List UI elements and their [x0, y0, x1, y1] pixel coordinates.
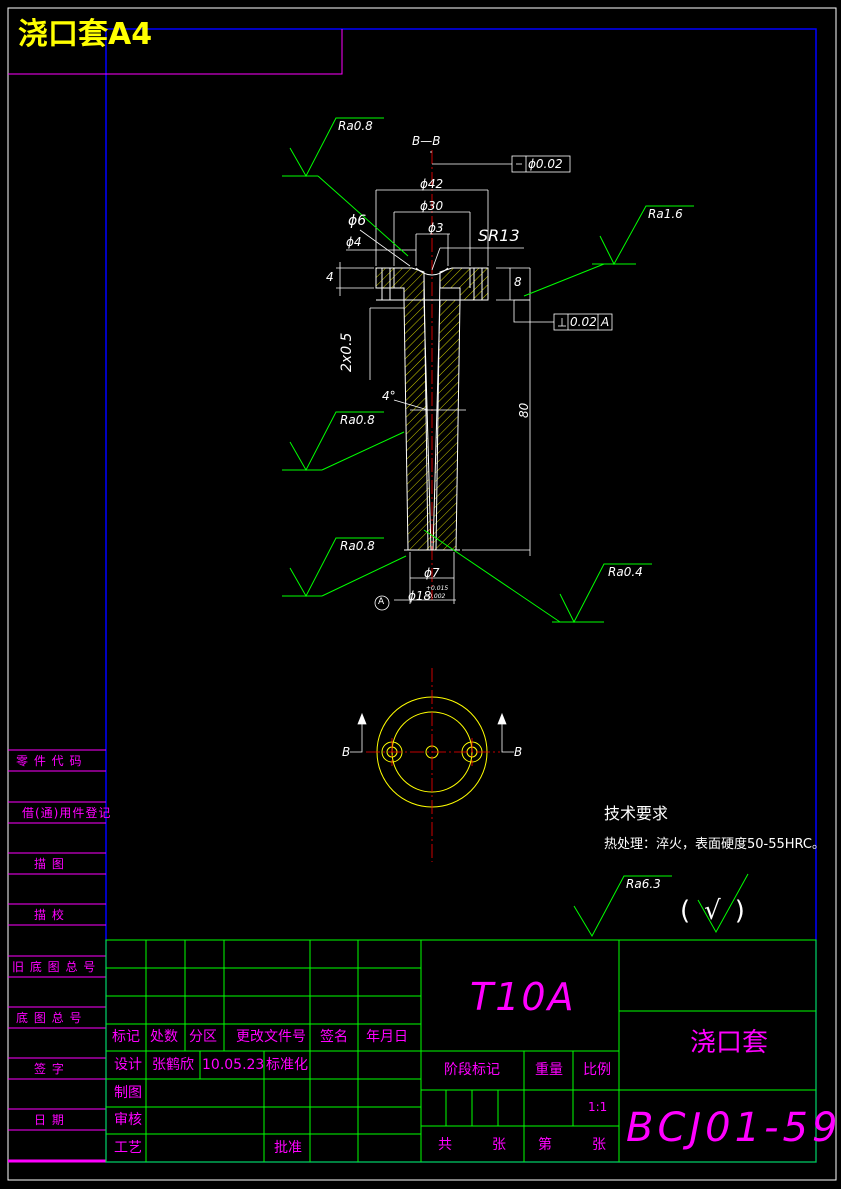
- outer-frame: [7, 7, 837, 1181]
- dim-d7: ϕ7: [424, 566, 440, 580]
- tb-header-count: 处数: [150, 1029, 178, 1045]
- sprue-bore: [376, 267, 488, 551]
- side-panel-lines: [8, 749, 106, 1131]
- ra-low: Ra0.8: [340, 539, 375, 553]
- ra-bore: Ra0.4: [608, 565, 643, 579]
- dim-sr13: SR13: [478, 226, 520, 245]
- tb-total-label: 共: [438, 1137, 452, 1153]
- dim-d42: ϕ42: [420, 177, 444, 191]
- tb-part-name: 浇口套: [690, 1028, 769, 1058]
- dim-len80: 80: [517, 402, 531, 418]
- view-b-right: B: [514, 745, 523, 759]
- side-label-old-base: 旧 底 图 总 号: [12, 960, 97, 974]
- side-label-sign: 签 字: [34, 1062, 65, 1076]
- runout-frame: [432, 155, 571, 173]
- dim-d18-tol-up: +0.015: [426, 585, 449, 592]
- side-label-part-code: 零 件 代 码: [16, 754, 83, 768]
- dim-angle: 4°: [382, 389, 396, 403]
- dim-d3: ϕ3: [428, 221, 444, 235]
- ra-mid: Ra0.8: [340, 413, 375, 427]
- section-hatch: [375, 267, 489, 551]
- tb-drawing-no: BCJ01-59: [626, 1105, 841, 1151]
- dim-h4: 4: [326, 270, 334, 284]
- dim-d18: ϕ18: [408, 589, 432, 603]
- side-label-trace-check: 描 校: [34, 908, 65, 922]
- dim-d30: ϕ30: [420, 199, 444, 213]
- tb-stage-label: 阶段标记: [444, 1062, 500, 1078]
- end-view-centerlines: [366, 668, 500, 862]
- perp-value: 0.02: [570, 315, 597, 329]
- tb-process-label: 工艺: [114, 1140, 142, 1156]
- dim-h8: 8: [514, 275, 522, 289]
- dim-d18-tol-low: -0.002: [426, 593, 446, 600]
- side-label-base: 底 图 总 号: [16, 1011, 83, 1025]
- datum-a-label: A: [378, 597, 385, 607]
- section-label: B—B: [412, 134, 441, 148]
- tech-req-title: 技术要求: [604, 804, 669, 823]
- ra-right: Ra1.6: [648, 207, 683, 221]
- tb-header-signature: 签名: [320, 1029, 348, 1045]
- title-box: [8, 29, 343, 75]
- perpendicularity-frame: [513, 299, 613, 331]
- tech-req-line1: 热处理：淬火，表面硬度50-55HRC。: [604, 837, 826, 852]
- tb-weight-label: 重量: [535, 1062, 563, 1078]
- inner-frame: [105, 28, 817, 1163]
- tb-approve-label: 批准: [274, 1140, 302, 1156]
- side-label-date: 日 期: [34, 1113, 65, 1127]
- roughness-symbols: [282, 117, 749, 938]
- tb-header-date: 年月日: [366, 1029, 408, 1045]
- tb-designer: 张鹤欣: [152, 1057, 194, 1073]
- tb-standard-label: 标准化: [266, 1057, 308, 1073]
- datum-a-bubble: [374, 595, 390, 611]
- tb-header-change-doc: 更改文件号: [236, 1029, 306, 1045]
- section-arrows: [350, 712, 514, 753]
- dim-d6: ϕ6: [348, 213, 367, 229]
- ra-general: Ra6.3: [626, 877, 661, 891]
- perp-datum: A: [601, 315, 610, 329]
- dim-d4: ϕ4: [346, 235, 362, 249]
- tb-date: 10.05.23: [202, 1057, 265, 1073]
- dim-chamfer: 2x0.5: [339, 332, 355, 372]
- drawing-title: 浇口套A4: [18, 17, 153, 52]
- ra-top: Ra0.8: [338, 119, 373, 133]
- ra-general-check: (√): [680, 896, 759, 926]
- tb-material: T10A: [470, 975, 576, 1019]
- tb-draw-label: 制图: [114, 1085, 142, 1101]
- tb-design-label: 设计: [114, 1057, 142, 1073]
- runout-value: ϕ0.02: [528, 157, 563, 171]
- tb-sheet-label1: 张: [492, 1137, 506, 1153]
- tb-scale-value: 1:1: [588, 1100, 608, 1114]
- side-label-borrowed: 借(通)用件登记: [22, 806, 112, 820]
- view-b-left: B: [342, 745, 351, 759]
- tb-header-mark: 标记: [112, 1029, 140, 1045]
- tb-header-zone: 分区: [189, 1029, 217, 1045]
- tb-page-label: 第: [538, 1137, 552, 1153]
- title-block-grid: [105, 939, 817, 1163]
- tb-sheet-label2: 张: [592, 1137, 606, 1153]
- tb-scale-label: 比例: [583, 1062, 611, 1078]
- tb-check-label: 审核: [114, 1112, 142, 1128]
- side-label-trace: 描 图: [34, 857, 65, 871]
